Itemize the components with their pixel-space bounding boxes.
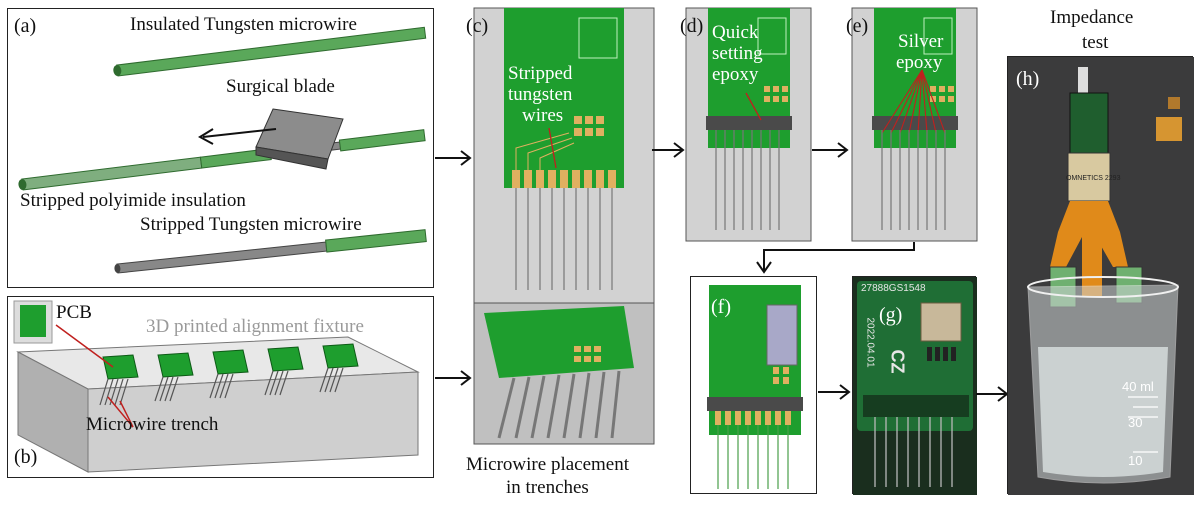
panel-b-label: (b) [14,446,38,468]
panel-g-label: (g) [879,304,903,326]
panel-h-label: (h) [1016,68,1040,90]
panel-c-label: (c) [466,15,489,37]
panel-h-photo [1008,57,1194,495]
flow-arrow-f-g [818,384,851,400]
panel-g: 27888GS1548 2022.04.01 CZ (g) [852,276,977,495]
stripped-wire-label: Stripped Tungsten microwire [140,214,362,235]
stripped-wire [114,229,427,274]
beaker-10: 10 [1128,453,1143,468]
fixture-pcbs [102,343,359,380]
surgical-blade [255,108,344,170]
panel-g-photo [853,277,977,495]
beaker-40ml: 40 ml [1122,379,1154,394]
stripped-tungsten-annotation-1: Stripped [508,63,573,84]
impedance-title-2: test [1082,32,1109,53]
stripped-tungsten-annotation-2: tungsten [508,84,573,105]
curing-arrow [756,242,915,274]
stripping-wire [18,129,426,191]
blade-label: Surgical blade [226,76,335,97]
impedance-title-1: Impedance [1050,7,1134,28]
panel-d-label: (d) [680,15,704,37]
microwire-illustration [18,26,427,274]
panel-c-illustration [473,7,655,445]
insulated-wire [113,26,427,77]
panel-a-label: (a) [14,15,37,37]
panel-c-caption-2: in trenches [506,477,589,498]
beaker-30: 30 [1128,415,1143,430]
panel-h: OMNETICS 2293 40 ml 30 10 (h) [1007,56,1194,495]
trench-label: Microwire trench [86,414,219,435]
panel-b: (b) PCB 3D printed [7,296,434,478]
silver-epoxy-annotation-1: Silver [898,31,944,52]
stripped-tungsten-annotation-3: wires [522,105,564,126]
flow-arrows-left [435,150,472,386]
panel-a: (a) Insulated Tungsten microwire [7,8,434,288]
panel-c-caption-1: Microwire placement [466,454,630,475]
panel-d: (d) Quick setting epoxy [680,7,812,242]
panel-f-label: (f) [711,296,731,318]
panel-c: (c) Stripped tungsten wires [466,7,655,445]
insulated-wire-label: Insulated Tungsten microwire [130,14,357,35]
flow-arrow-c-d [652,142,685,158]
panel-d-illustration [685,7,812,242]
board-mark: CZ [887,349,908,374]
epoxy-annotation-2: setting [712,43,763,64]
epoxy-annotation-1: Quick [712,22,759,43]
alignment-fixture-illustration [13,300,420,473]
epoxy-annotation-3: epoxy [712,64,759,85]
board-serial: 27888GS1548 [861,283,926,294]
panel-f-illustration [707,285,803,489]
panel-e-label: (e) [846,15,869,37]
fixture-label: 3D printed alignment fixture [146,316,364,337]
pcb-label: PCB [56,302,92,323]
board-date: 2022.04.01 [864,317,876,368]
flow-arrow-d-e [812,142,849,158]
panel-e: (e) Silver epoxy [846,7,978,242]
stripped-insulation-label: Stripped polyimide insulation [20,190,246,211]
panel-f: (f) [690,276,817,494]
silver-epoxy-annotation-2: epoxy [896,52,943,73]
panel-e-illustration [851,7,978,242]
connector-label: OMNETICS 2293 [1066,175,1121,182]
